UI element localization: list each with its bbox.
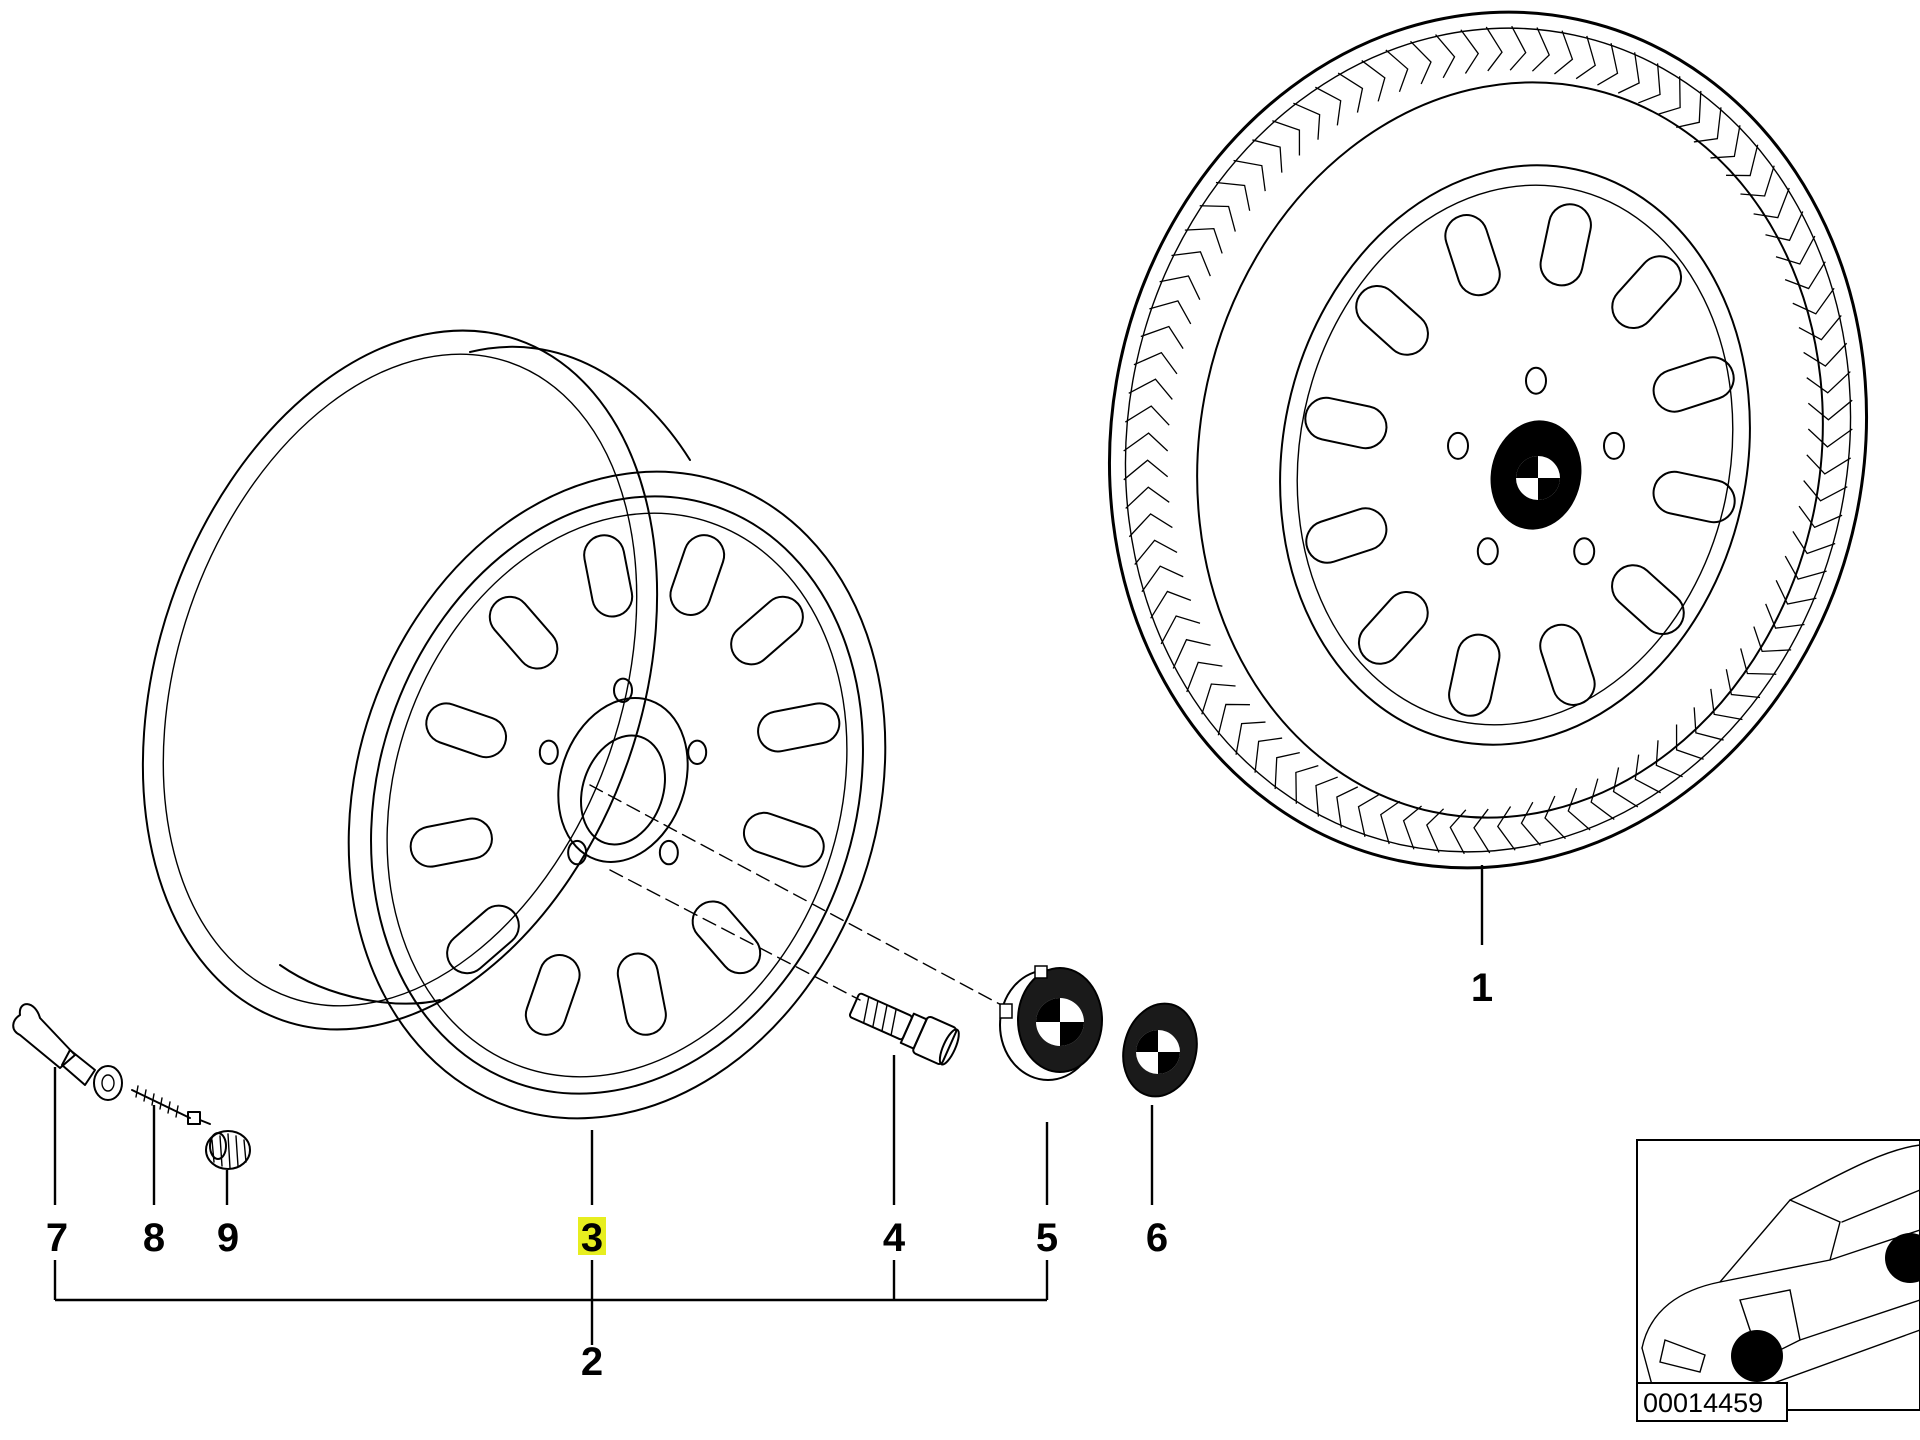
callout-9[interactable]: 9 [217, 1216, 239, 1260]
wheel-bolt-drawing[interactable] [846, 986, 963, 1067]
callout-7[interactable]: 7 [46, 1216, 68, 1260]
front-wheel-marker-icon [1731, 1330, 1783, 1382]
hub-cap-drawing[interactable] [999, 965, 1103, 1081]
locator-inset: 00014459 [1636, 1139, 1920, 1422]
reference-number: 00014459 [1643, 1388, 1763, 1418]
callout-8[interactable]: 8 [143, 1216, 165, 1260]
callout-5[interactable]: 5 [1036, 1216, 1058, 1260]
complete-wheel-drawing[interactable] [1031, 0, 1920, 939]
callout-1[interactable]: 1 [1471, 966, 1493, 1010]
leader-lines [53, 865, 1484, 1345]
rear-wheel-marker-icon [1885, 1233, 1920, 1283]
callout-2[interactable]: 2 [581, 1340, 603, 1384]
valve-drawing[interactable] [12, 1003, 123, 1101]
callout-6[interactable]: 6 [1146, 1216, 1168, 1260]
callout-3[interactable]: 3 [581, 1216, 603, 1260]
callout-4[interactable]: 4 [883, 1216, 906, 1260]
valve-cap-drawing[interactable] [205, 1130, 251, 1170]
emblem-drawing[interactable] [1114, 996, 1207, 1105]
valve-insert-drawing[interactable] [131, 1085, 211, 1125]
rim-drawing[interactable] [54, 261, 970, 1192]
callout-3-highlight [578, 1217, 606, 1255]
